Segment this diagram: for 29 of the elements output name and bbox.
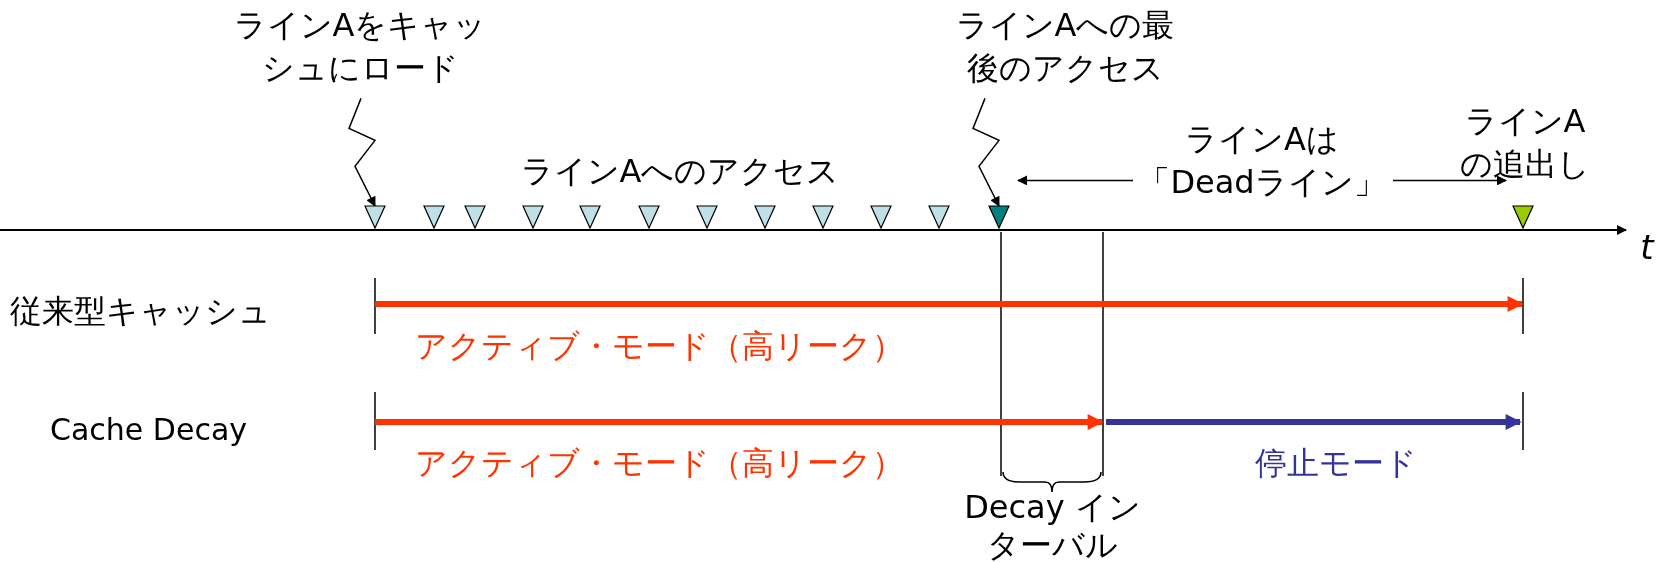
arrow [1392, 175, 1507, 186]
row-label: 従来型キャッシュ [10, 291, 272, 332]
access-marker [928, 205, 950, 229]
squiggle-arrow [972, 97, 1001, 207]
access-marker [364, 205, 386, 229]
access-marker [638, 205, 660, 229]
interval-label: Decay インターバル [963, 488, 1142, 562]
access-marker [988, 205, 1010, 229]
access-marker [464, 205, 486, 229]
row-label: Cache Decay [50, 411, 249, 449]
access-marker [423, 205, 445, 229]
access-marker [579, 205, 601, 229]
access-marker [696, 205, 718, 229]
axis-label: t [1639, 226, 1656, 269]
access-marker [870, 205, 892, 229]
mode-label: 停止モード [1254, 443, 1418, 484]
annotation-text: ラインAをキャッシュにロード [225, 4, 495, 91]
annotation-text: ラインAの追出し [1459, 101, 1591, 186]
arrow [1017, 175, 1134, 186]
access-marker [754, 205, 776, 229]
access-marker [812, 205, 834, 229]
annotation-text: ラインAは「Deadライン」 [1137, 118, 1387, 205]
mode-label: アクティブ・モード（高リーク） [415, 443, 905, 484]
annotation-text: ラインAへの最後のアクセス [940, 4, 1190, 91]
annotation-text: ラインAへのアクセス [519, 151, 841, 192]
access-marker [1512, 205, 1534, 229]
squiggle-arrow [348, 97, 377, 207]
mode-label: アクティブ・モード（高リーク） [415, 326, 905, 367]
access-marker [522, 205, 544, 229]
